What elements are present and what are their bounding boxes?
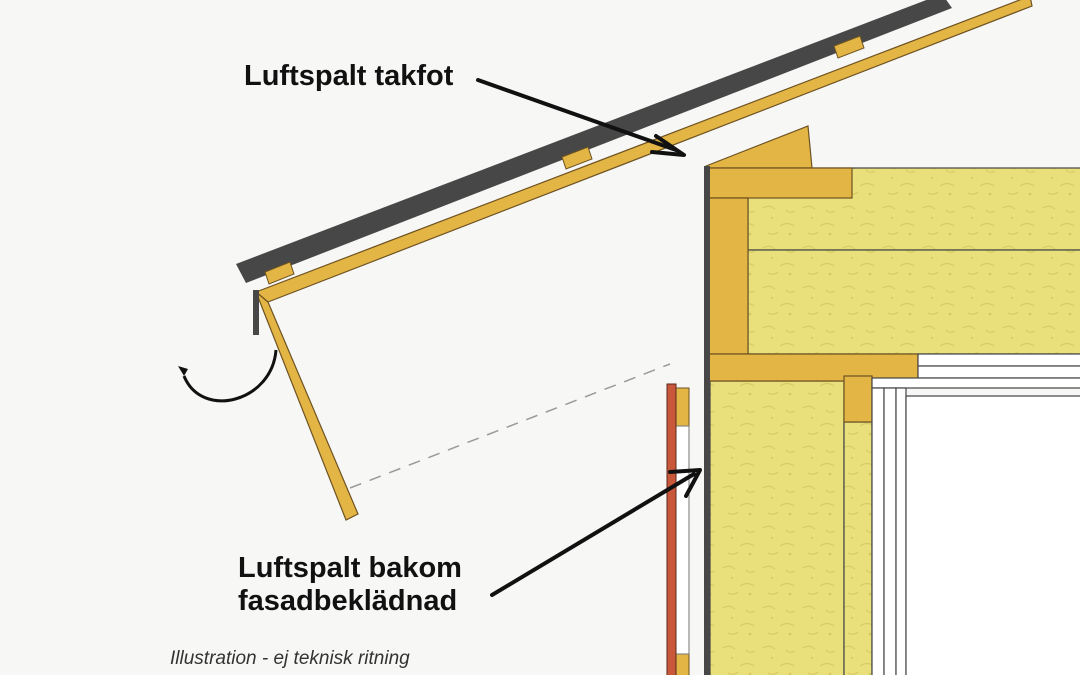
facade-air-gap: [675, 425, 690, 655]
interior-frame: [871, 353, 1080, 675]
roof-covering: [236, 0, 952, 283]
wall-insulation-inner: [843, 421, 873, 675]
drip-edge: [253, 290, 259, 335]
label-eave-air-gap: Luftspalt takfot: [244, 60, 454, 92]
gutter-lip: [178, 366, 188, 376]
arrow-facade: [490, 468, 702, 597]
gutter: [182, 349, 278, 403]
label-facade-line1: Luftspalt bakom: [238, 552, 462, 584]
illustration-caption: Illustration - ej teknisk ritning: [170, 648, 410, 669]
label-facade-line2: fasadbeklädnad: [238, 585, 458, 617]
facade-battens: [675, 387, 690, 675]
wall-sheathing: [704, 166, 710, 675]
label-facade-air-gap: Luftspalt bakom fasadbeklädnad: [238, 552, 462, 618]
roof-battens: [264, 35, 865, 285]
soffit-dashed-line: [349, 363, 671, 489]
fascia-board: [255, 291, 359, 521]
ceiling-insulation-lower: [747, 249, 1080, 355]
wall-insulation: [709, 380, 845, 675]
arrow-eave: [476, 78, 686, 157]
facade-cladding: [666, 383, 677, 675]
